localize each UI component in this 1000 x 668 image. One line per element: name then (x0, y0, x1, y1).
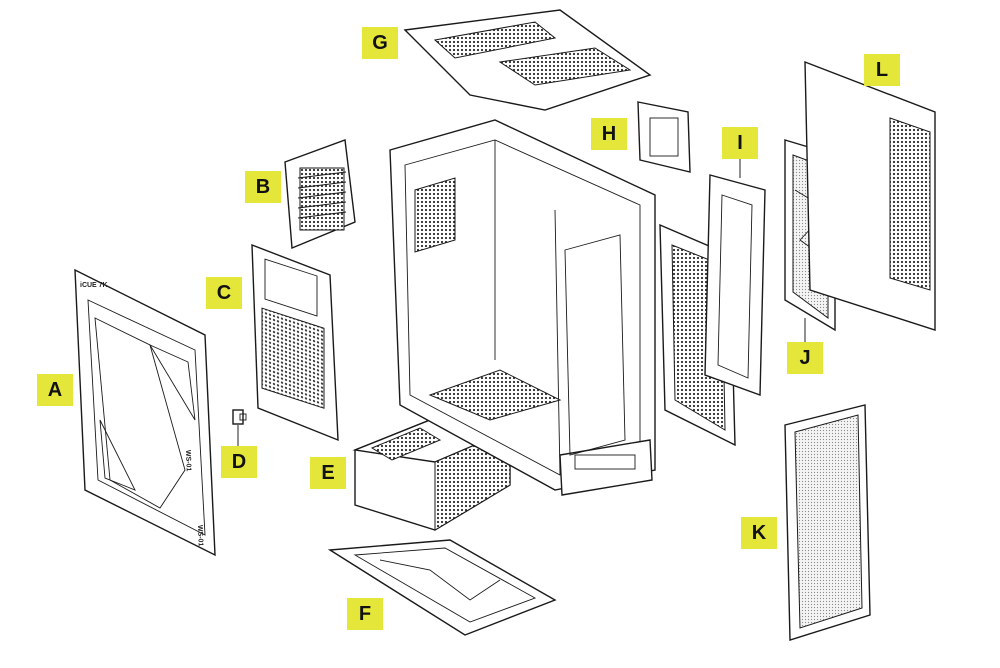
label-g: G (362, 27, 398, 59)
part-f-bottom-filter (327, 539, 557, 636)
label-l: L (864, 54, 900, 86)
label-j: J (787, 342, 823, 374)
label-b: B (245, 171, 281, 203)
panel-a-top-marking: iCUE 7K (80, 282, 108, 289)
label-d: D (221, 446, 257, 478)
part-i-fan-bracket (704, 174, 766, 396)
label-k: K (741, 517, 777, 549)
leader-lines (237, 158, 806, 446)
label-e: E (310, 457, 346, 489)
label-f: F (347, 598, 383, 630)
part-k-side-filter (784, 404, 871, 641)
part-b-pcie-bracket (284, 139, 356, 250)
panel-a-side-marking: WS-01 (184, 450, 192, 472)
part-g-top-panel (403, 9, 652, 111)
main-chassis (389, 119, 656, 496)
label-c: C (206, 277, 242, 309)
label-a: A (37, 374, 73, 406)
part-h-bracket (637, 101, 691, 173)
part-l-front-panel (804, 60, 936, 331)
label-h: H (591, 118, 627, 150)
label-i: I (722, 127, 758, 159)
part-a-side-panel: iCUE 7K WS-01 WS-01 (74, 268, 216, 557)
panel-a-bottom-marking: WS-01 (196, 525, 204, 547)
part-d-clip (232, 409, 247, 425)
part-c-motherboard-tray (251, 243, 339, 442)
